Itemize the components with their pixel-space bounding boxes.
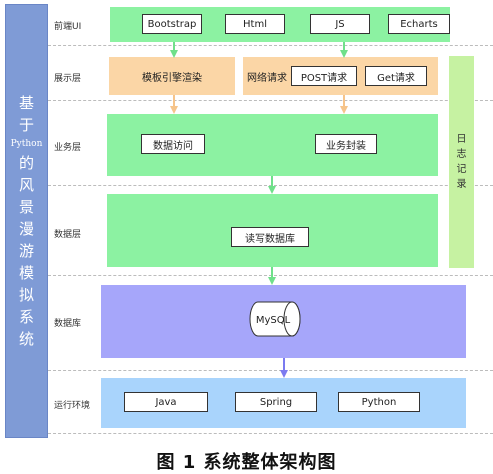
- title-char: 游: [18, 242, 34, 260]
- title-char: Python: [10, 139, 43, 149]
- layer-divider: [48, 185, 493, 186]
- figure-caption: 图 1 系统整体架构图: [156, 452, 337, 473]
- presentation-template-panel: 模板引擎渲染: [109, 57, 235, 95]
- title-char: 于: [18, 116, 34, 134]
- layer-divider: [48, 45, 493, 46]
- system-title-sidebar: 基 于 Python 的 风 景 漫 游 模 拟 系 统: [5, 4, 48, 438]
- log-record-panel: 日 志 记 录: [449, 56, 474, 268]
- runtime-item-python: Python: [338, 392, 420, 412]
- title-char: 系: [18, 308, 34, 326]
- title-char: 漫: [18, 220, 34, 238]
- read-write-db-box: 读写数据库: [231, 227, 309, 247]
- frontend-item-echarts: Echarts: [388, 14, 450, 34]
- log-char: 录: [456, 179, 467, 190]
- title-char: 基: [18, 94, 34, 112]
- layer-label-data: 数据层: [54, 230, 82, 240]
- layer-label-presentation: 展示层: [54, 74, 82, 84]
- title-char: 风: [18, 176, 34, 194]
- layer-label-database: 数据库: [54, 319, 82, 329]
- data-access-box: 数据访问: [141, 134, 205, 154]
- layer-label-frontend: 前端UI: [54, 22, 82, 32]
- title-char: 的: [18, 154, 34, 172]
- runtime-layer: Java Spring Python: [101, 378, 466, 428]
- business-layer: 数据访问 业务封装: [107, 114, 438, 176]
- title-char: 拟: [18, 286, 34, 304]
- presentation-network-panel: 网络请求 POST请求 Get请求: [243, 57, 438, 95]
- frontend-item-js: JS: [310, 14, 370, 34]
- layer-divider: [48, 370, 493, 371]
- post-request-box: POST请求: [291, 66, 357, 86]
- log-char: 记: [456, 164, 467, 175]
- title-char: 统: [18, 330, 34, 348]
- layer-divider: [48, 100, 493, 101]
- mysql-label: MySQL: [256, 315, 291, 326]
- layer-label-runtime: 运行环境: [54, 401, 91, 411]
- layer-label-business: 业务层: [54, 143, 82, 153]
- layer-divider: [48, 275, 493, 276]
- frontend-item-bootstrap: Bootstrap: [142, 14, 202, 34]
- mysql-cylinder: MySQL: [249, 301, 301, 337]
- frontend-layer: Bootstrap Html JS Echarts: [110, 7, 450, 42]
- title-char: 景: [18, 198, 34, 216]
- title-char: 模: [18, 264, 34, 282]
- layer-divider: [48, 433, 493, 434]
- get-request-box: Get请求: [365, 66, 427, 86]
- business-encapsulation-box: 业务封装: [315, 134, 377, 154]
- log-char: 志: [456, 149, 467, 160]
- template-engine-render: 模板引擎渲染: [142, 72, 202, 84]
- runtime-item-spring: Spring: [235, 392, 317, 412]
- data-layer: 读写数据库: [107, 194, 438, 267]
- frontend-item-html: Html: [225, 14, 285, 34]
- network-request-label: 网络请求: [247, 72, 287, 84]
- runtime-item-java: Java: [124, 392, 208, 412]
- log-char: 日: [456, 134, 467, 145]
